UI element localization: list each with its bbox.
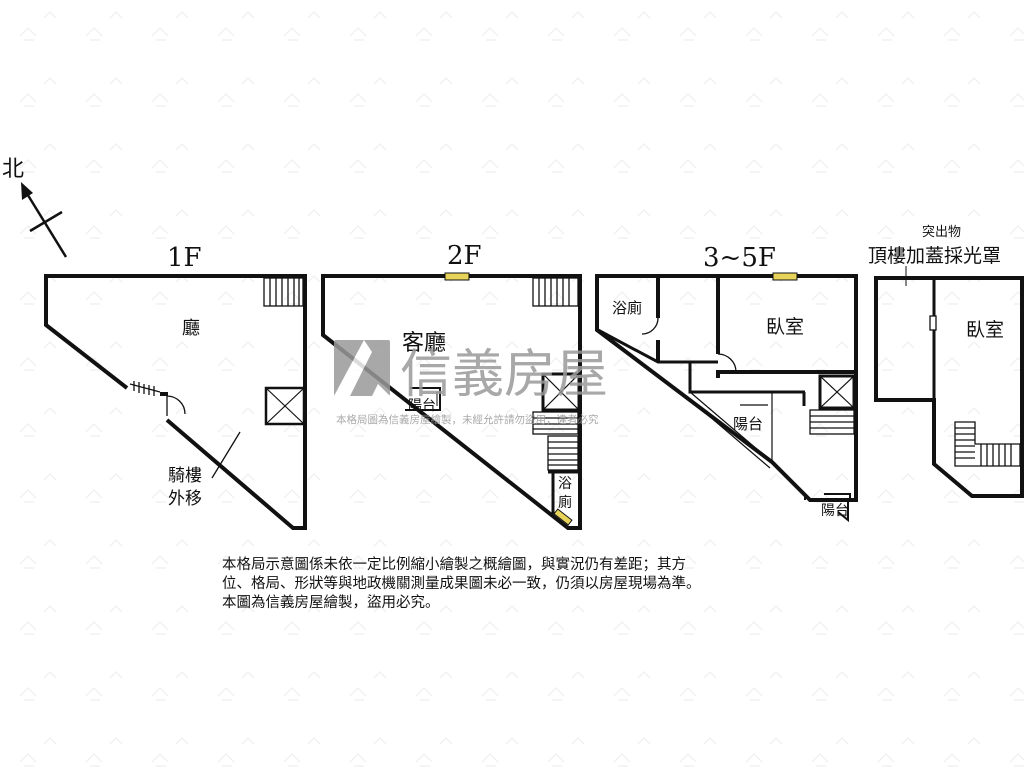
- stairs-icon: [954, 421, 1021, 467]
- disclaimer-line: 本格局示意圖係未依一定比例縮小繪製之概繪圖，與實況仍有差距；其方: [222, 557, 686, 573]
- room-label-balcony: 陽台: [408, 398, 436, 414]
- floor-2f-title: 2F: [447, 241, 482, 271]
- room-label-bath-1: 浴: [558, 476, 572, 492]
- floor-3-5f-title: 3~5F: [703, 243, 776, 273]
- disclaimer-line: 位、格局、形狀等與地政機關測量成果圖未必一致，仍須以房屋現場為準。: [222, 576, 701, 592]
- shaft-icon: [541, 372, 581, 412]
- stairs-icon: [809, 409, 855, 435]
- floor-rooftop: 突出物 頂樓加蓋採光罩 臥室: [868, 224, 1024, 498]
- room-label-living: 客廳: [402, 331, 446, 356]
- disclaimer-line: 本圖為信義房屋繪製，盜用必究。: [222, 595, 440, 611]
- floor-3-5f: 3~5F 浴廁 臥室 陽台 陽台: [595, 243, 858, 523]
- room-label-bedroom: 臥室: [766, 316, 804, 338]
- north-label: 北: [2, 157, 24, 182]
- disclaimer: 本格局示意圖係未依一定比例縮小繪製之概繪圖，與實況仍有差距；其方 位、格局、形狀…: [222, 556, 822, 613]
- room-label-bedroom: 臥室: [966, 319, 1004, 341]
- watermark-line: 本格局圖為信義房屋繪製，未經允許請勿盜用，違者必究: [336, 413, 599, 426]
- room-label-hall: 廳: [182, 318, 200, 339]
- room-label-balcony-1: 陽台: [733, 415, 763, 433]
- floor-1f: 1F 廳 騎樓 外移: [44, 243, 307, 530]
- watermark-brand: 信義房屋: [400, 345, 608, 405]
- window-icon: [553, 508, 573, 526]
- north-arrow-icon: [21, 182, 33, 200]
- watermark: 信義房屋 本格局圖為信義房屋繪製，未經允許請勿盜用，違者必究: [334, 340, 608, 426]
- north-compass: 北: [2, 157, 68, 258]
- room-label-bath-2: 廁: [558, 494, 572, 511]
- stairs-icon: [532, 277, 579, 307]
- arcade-note-line1: 騎樓: [168, 466, 202, 486]
- window-icon: [444, 272, 470, 281]
- door-icon: [160, 392, 186, 416]
- room-label-bath: 浴廁: [612, 299, 642, 317]
- rolling-door-icon: [129, 381, 161, 396]
- floor-1f-title: 1F: [167, 243, 202, 273]
- room-label-balcony-2: 陽台: [821, 503, 849, 519]
- stairs-icon: [263, 277, 304, 307]
- floor-rooftop-title: 頂樓加蓋採光罩: [868, 245, 1001, 267]
- shaft-icon: [818, 374, 856, 410]
- rooftop-subtitle: 突出物: [922, 224, 961, 240]
- shaft-icon: [264, 386, 306, 426]
- window-icon: [772, 272, 798, 281]
- arcade-note-line2: 外移: [168, 489, 202, 509]
- floor-2f: 2F 客廳 陽台 浴 廁: [321, 241, 582, 530]
- stairs-icon: [532, 411, 579, 471]
